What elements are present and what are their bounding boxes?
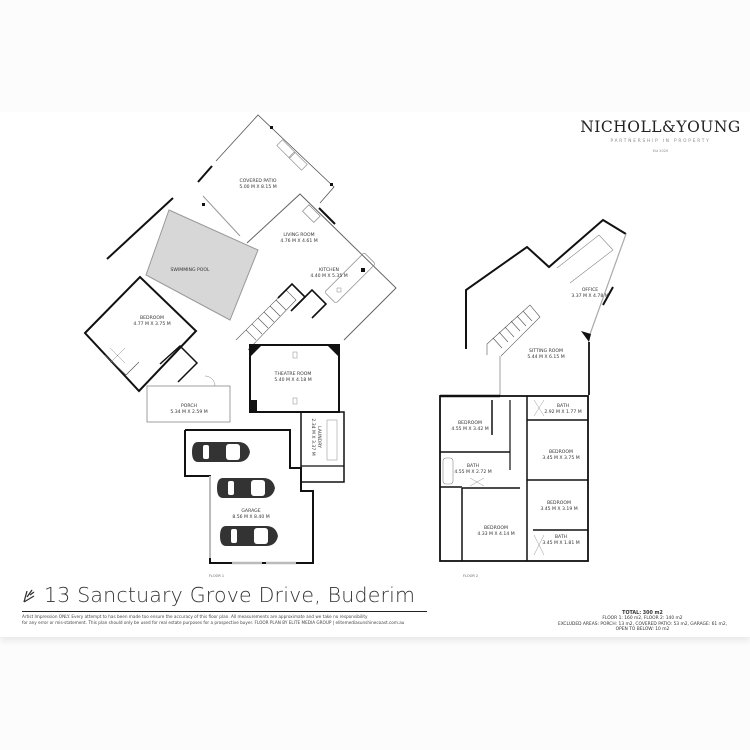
svg-text:4.55 M X 3.42 M: 4.55 M X 3.42 M (451, 426, 488, 432)
brand-tagline: PARTNERSHIP IN PROPERTY (610, 139, 711, 144)
svg-text:THEATRE ROOM: THEATRE ROOM (274, 371, 312, 377)
svg-text:PORCH: PORCH (181, 403, 197, 409)
disclaimer: Artist Impression ONLY. Every attempt to… (22, 614, 462, 626)
svg-text:3.45 M X 3.75 M: 3.45 M X 3.75 M (542, 455, 579, 461)
brand-name: NICHOLL&YOUNG (580, 118, 741, 136)
svg-text:OFFICE: OFFICE (582, 287, 598, 293)
svg-text:5.34 M X 2.59 M: 5.34 M X 2.59 M (170, 409, 207, 415)
svg-text:4.55 M X 2.72 M: 4.55 M X 2.72 M (454, 469, 491, 475)
svg-text:4.33 M X 4.14 M: 4.33 M X 4.14 M (477, 531, 514, 537)
floor-1-label: FLOOR 1 (209, 574, 225, 578)
svg-text:GARAGE: GARAGE (241, 508, 260, 514)
svg-text:BATH: BATH (555, 534, 567, 540)
excluded-areas: EXCLUDED AREAS: PORCH: 13 m2, COVERED PA… (557, 621, 728, 627)
svg-text:BEDROOM: BEDROOM (547, 500, 571, 506)
area-summary: TOTAL: 300 m2 FLOOR 1: 160 m2, FLOOR 2: … (540, 611, 745, 633)
floor-areas: FLOOR 1: 160 m2, FLOOR 2: 140 m2 (602, 616, 683, 622)
svg-text:BEDROOM: BEDROOM (549, 449, 573, 455)
svg-text:BEDROOM: BEDROOM (140, 315, 164, 321)
svg-text:LIVING ROOM: LIVING ROOM (283, 232, 314, 238)
floor-1-plan (83, 114, 397, 565)
svg-text:4.77 M X 3.75 M: 4.77 M X 3.75 M (133, 321, 170, 327)
brand-logo: NICHOLL&YOUNG PARTNERSHIP IN PROPERTY Es… (578, 118, 743, 153)
svg-text:KITCHEN: KITCHEN (319, 267, 339, 273)
svg-text:3.37 M X 4.78 M: 3.37 M X 4.78 M (571, 293, 608, 299)
svg-text:BEDROOM: BEDROOM (458, 420, 482, 426)
svg-text:COVERED PATIO: COVERED PATIO (240, 178, 277, 184)
property-address: 13 Sanctuary Grove Drive, Buderim (22, 583, 415, 607)
svg-text:BATH: BATH (467, 463, 479, 469)
address-text: 13 Sanctuary Grove Drive, Buderim (44, 583, 416, 607)
svg-text:5.40 M X 4.18 M: 5.40 M X 4.18 M (274, 377, 311, 383)
svg-text:2.92 M X 1.77 M: 2.92 M X 1.77 M (544, 409, 581, 415)
brand-established: Est 2020 (652, 149, 669, 153)
svg-text:2.34 M X 3.37 M: 2.34 M X 3.37 M (310, 418, 316, 455)
floor-2-label: FLOOR 2 (463, 574, 479, 578)
svg-text:BEDROOM: BEDROOM (484, 525, 508, 531)
svg-text:5.44 M X 6.15 M: 5.44 M X 6.15 M (527, 354, 564, 360)
open-to-below: OPEN TO BELOW: 10 m2 (615, 627, 670, 633)
floor-2-plan (439, 218, 627, 562)
floor-2-room-labels: OFFICE 3.37 M X 4.78 M SITTING ROOM 5.44… (451, 287, 608, 546)
svg-text:3.45 M X 3.19 M: 3.45 M X 3.19 M (540, 506, 577, 512)
svg-text:3.45 M X 1.81 M: 3.45 M X 1.81 M (542, 540, 579, 546)
svg-text:SWIMMING POOL: SWIMMING POOL (170, 267, 210, 273)
total-area: TOTAL: 300 m2 (622, 611, 663, 616)
address-divider (22, 611, 427, 613)
svg-text:SITTING ROOM: SITTING ROOM (529, 348, 563, 354)
svg-text:5.00 M X 8.15 M: 5.00 M X 8.15 M (239, 184, 276, 190)
svg-text:4.76 M X 4.61 M: 4.76 M X 4.61 M (280, 238, 317, 244)
disclaimer-line-1: Artist Impression ONLY. Every attempt to… (22, 614, 368, 619)
disclaimer-line-2: for any error or mis-statement. This pla… (22, 620, 405, 625)
svg-text:4.40 M X 5.35 M: 4.40 M X 5.35 M (310, 273, 347, 279)
svg-text:8.56 M X 8.40 M: 8.56 M X 8.40 M (232, 514, 269, 520)
svg-text:BATH: BATH (557, 403, 569, 409)
floor-1-room-labels: COVERED PATIO 5.00 M X 8.15 M LIVING ROO… (133, 178, 347, 520)
svg-text:LAUNDRY: LAUNDRY (316, 426, 322, 448)
leaf-brand-icon (23, 589, 35, 603)
